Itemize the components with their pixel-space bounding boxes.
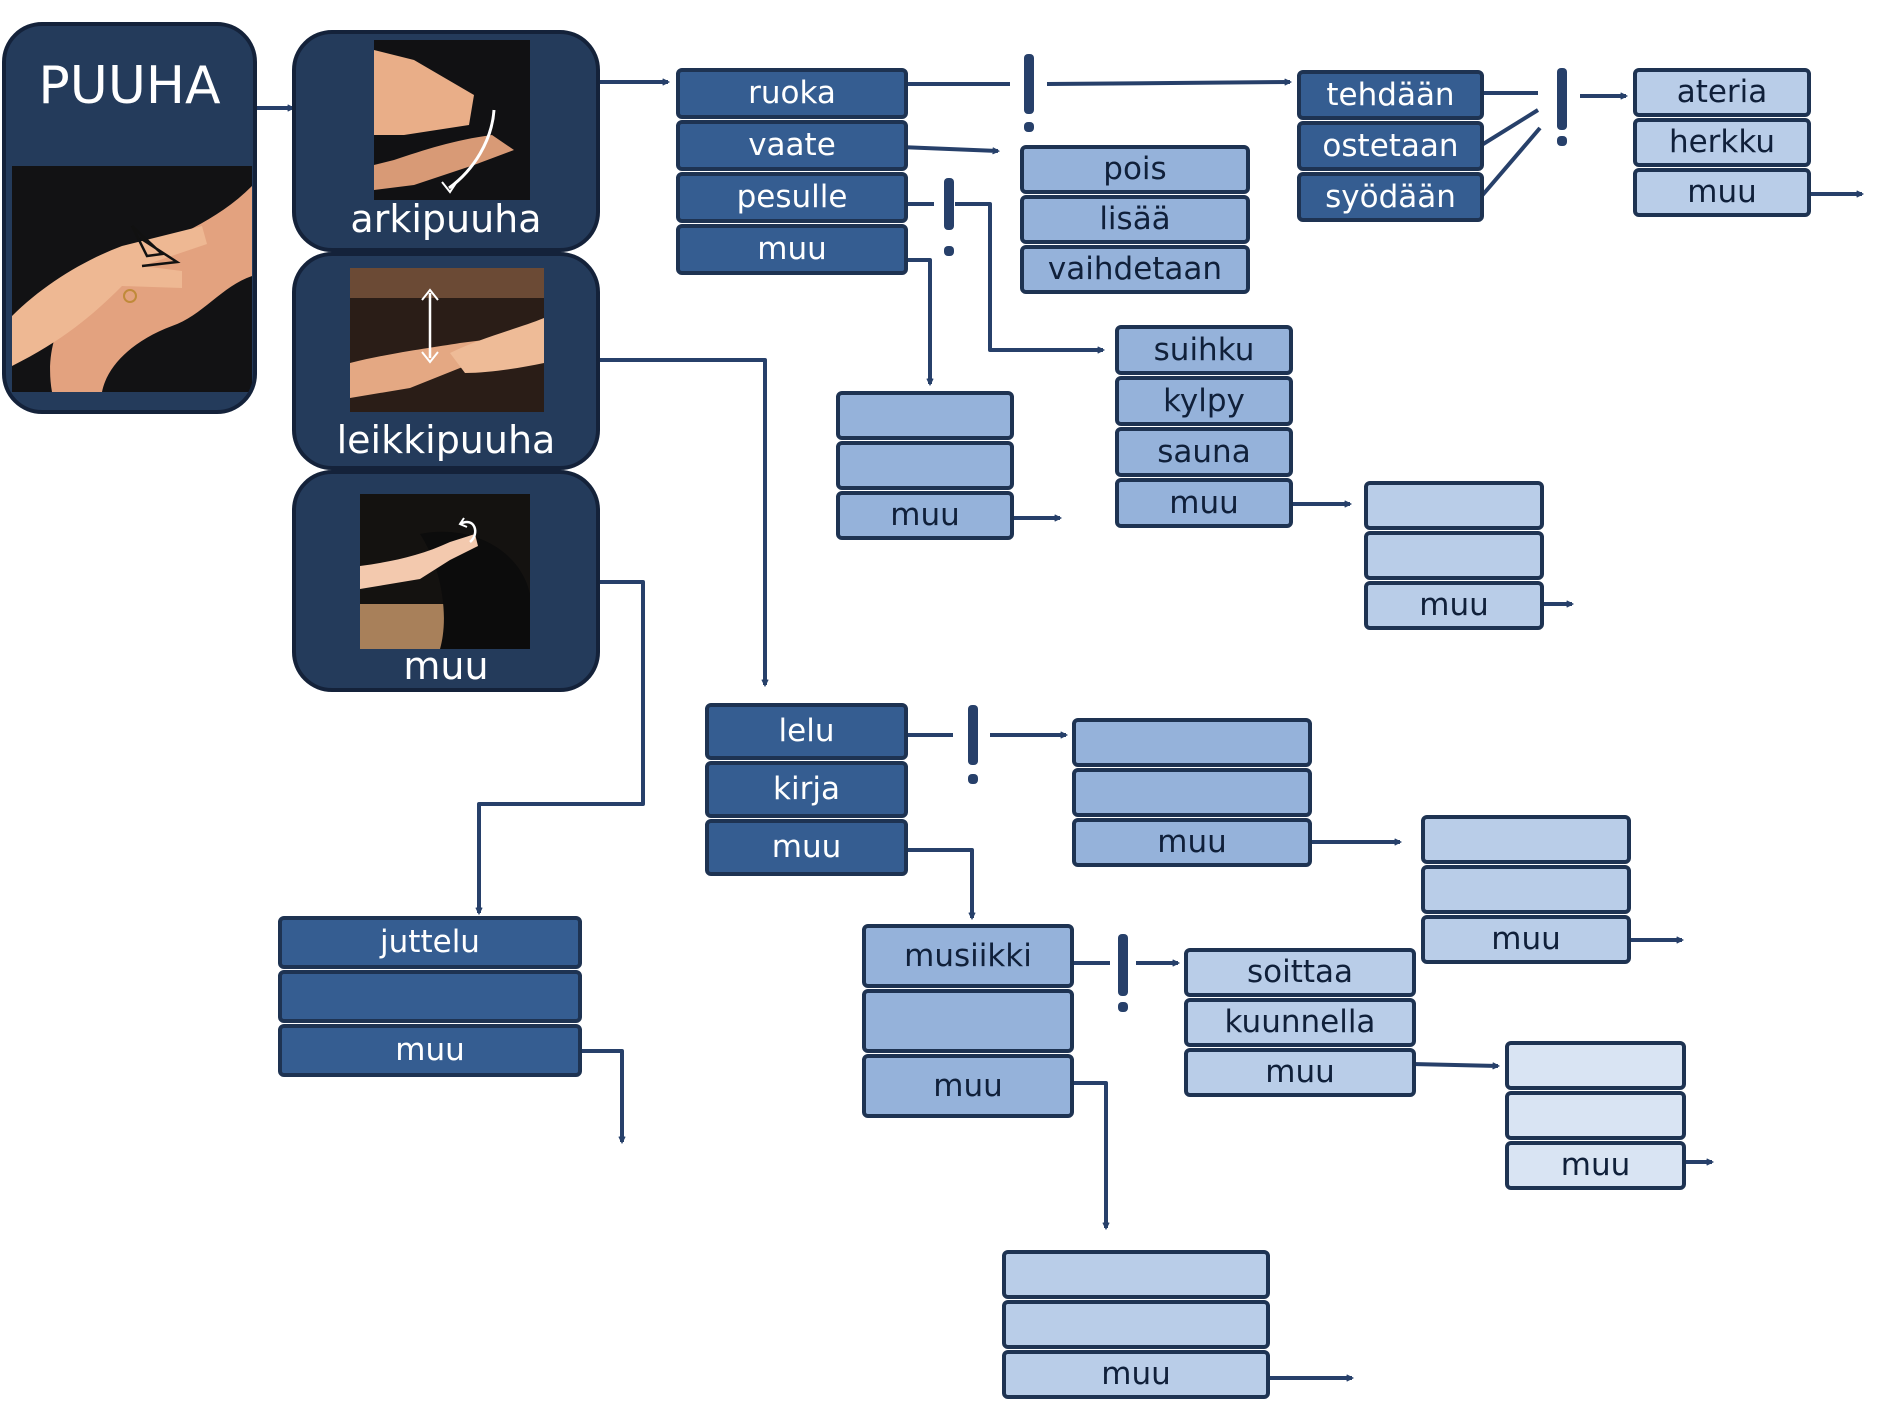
- muu-sign-photo: [360, 494, 530, 649]
- lelu-muu-box-item-empty[interactable]: [1421, 865, 1631, 914]
- root-title: PUUHA: [38, 56, 221, 116]
- musiikki-muu-box-item-muu[interactable]: muu: [1002, 1350, 1270, 1399]
- vaate-actions-item-lisää[interactable]: lisää: [1020, 195, 1250, 244]
- ruoka-types-item-herkku[interactable]: herkku: [1633, 118, 1811, 167]
- arkipuuha-label: arkipuuha: [350, 197, 542, 241]
- talk-list-item-empty[interactable]: [278, 970, 582, 1023]
- leikki-list-item-lelu[interactable]: lelu: [705, 703, 908, 760]
- arrow-exclaim-to-verbs: [1046, 78, 1293, 86]
- pesu-muu-box-item-muu[interactable]: muu: [1364, 581, 1544, 630]
- arrow-musiikki-muu-down: [1070, 1081, 1110, 1231]
- musiikki-actions-item-muu[interactable]: muu: [1184, 1048, 1416, 1097]
- ruoka-verbs-item-ostetaan[interactable]: ostetaan: [1297, 121, 1484, 171]
- card-muu[interactable]: muu: [292, 470, 600, 692]
- card-arkipuuha[interactable]: arkipuuha: [292, 30, 600, 252]
- ruoka-types-item-muu[interactable]: muu: [1633, 168, 1811, 217]
- musiikki-actions-item-kuunnella[interactable]: kuunnella: [1184, 998, 1416, 1047]
- pesulle-options-item-kylpy[interactable]: kylpy: [1115, 376, 1293, 426]
- exclamation-icon: [968, 705, 978, 784]
- exclamation-icon: [1118, 934, 1128, 1012]
- soittaa-muu-box-item-empty[interactable]: [1505, 1091, 1686, 1140]
- exclamation-icon: [1024, 54, 1034, 132]
- arki-muu-box-item-empty[interactable]: [836, 391, 1014, 440]
- musiikki-list-item-empty[interactable]: [862, 989, 1074, 1053]
- talk-list-item-muu[interactable]: muu: [278, 1024, 582, 1077]
- arki-muu-box-item-muu[interactable]: muu: [836, 491, 1014, 540]
- arrow-actions-muu: [1411, 1062, 1501, 1070]
- musiikki-actions-item-soittaa[interactable]: soittaa: [1184, 948, 1416, 997]
- musiikki-muu-box-item-empty[interactable]: [1002, 1300, 1270, 1349]
- root-sign-photo: [12, 166, 252, 392]
- vaate-actions-item-pois[interactable]: pois: [1020, 145, 1250, 194]
- pesu-muu-box-item-empty[interactable]: [1364, 531, 1544, 580]
- card-leikkipuuha[interactable]: leikkipuuha: [292, 252, 600, 470]
- pesulle-options-item-sauna[interactable]: sauna: [1115, 427, 1293, 477]
- lelu-box-item-empty[interactable]: [1072, 768, 1312, 817]
- arki-list-item-muu[interactable]: muu: [676, 224, 908, 275]
- arrow-juttelu-muu-down: [578, 1049, 626, 1145]
- lelu-box-item-muu[interactable]: muu: [1072, 818, 1312, 867]
- arrow-vaate-to-actions: [899, 145, 1001, 155]
- arrow-pesulle-to-options: [955, 202, 1106, 354]
- arki-list-item-pesulle[interactable]: pesulle: [676, 172, 908, 223]
- leikkipuuha-label: leikkipuuha: [336, 418, 556, 462]
- arki-list-item-ruoka[interactable]: ruoka: [676, 68, 908, 119]
- ruoka-verbs-item-tehdään[interactable]: tehdään: [1297, 70, 1484, 120]
- talk-list-item-juttelu[interactable]: juttelu: [278, 916, 582, 969]
- arki-list-item-vaate[interactable]: vaate: [676, 120, 908, 171]
- leikki-list-item-kirja[interactable]: kirja: [705, 761, 908, 818]
- lelu-muu-box-item-muu[interactable]: muu: [1421, 915, 1631, 964]
- arrow-muu-card-down: [475, 580, 645, 916]
- lelu-muu-box-item-empty[interactable]: [1421, 815, 1631, 864]
- arrow-leikki-muu-down: [905, 848, 976, 921]
- leikkipuuha-sign-photo: [350, 268, 544, 412]
- soittaa-muu-box-item-empty[interactable]: [1505, 1041, 1686, 1090]
- arkipuuha-sign-photo: [374, 40, 530, 200]
- root-card-puuha[interactable]: PUUHA: [2, 22, 257, 414]
- musiikki-list-item-musiikki[interactable]: musiikki: [862, 924, 1074, 988]
- pesulle-options-item-suihku[interactable]: suihku: [1115, 325, 1293, 375]
- exclamation-icon: [944, 178, 954, 256]
- lelu-box-item-empty[interactable]: [1072, 718, 1312, 767]
- leikki-list-item-muu[interactable]: muu: [705, 819, 908, 876]
- exclamation-icon: [1557, 68, 1567, 146]
- musiikki-list-item-muu[interactable]: muu: [862, 1054, 1074, 1118]
- soittaa-muu-box-item-muu[interactable]: muu: [1505, 1141, 1686, 1190]
- pesulle-options-item-muu[interactable]: muu: [1115, 478, 1293, 528]
- arrow-leikkipuuha-down: [600, 358, 769, 688]
- ruoka-verbs-item-syödään[interactable]: syödään: [1297, 172, 1484, 222]
- arki-muu-box-item-empty[interactable]: [836, 441, 1014, 490]
- pesu-muu-box-item-empty[interactable]: [1364, 481, 1544, 530]
- muu-card-label: muu: [403, 644, 489, 688]
- vaate-actions-item-vaihdetaan[interactable]: vaihdetaan: [1020, 245, 1250, 294]
- ruoka-types-item-ateria[interactable]: ateria: [1633, 68, 1811, 117]
- musiikki-muu-box-item-empty[interactable]: [1002, 1250, 1270, 1299]
- arrow-arki-muu-down: [900, 258, 934, 387]
